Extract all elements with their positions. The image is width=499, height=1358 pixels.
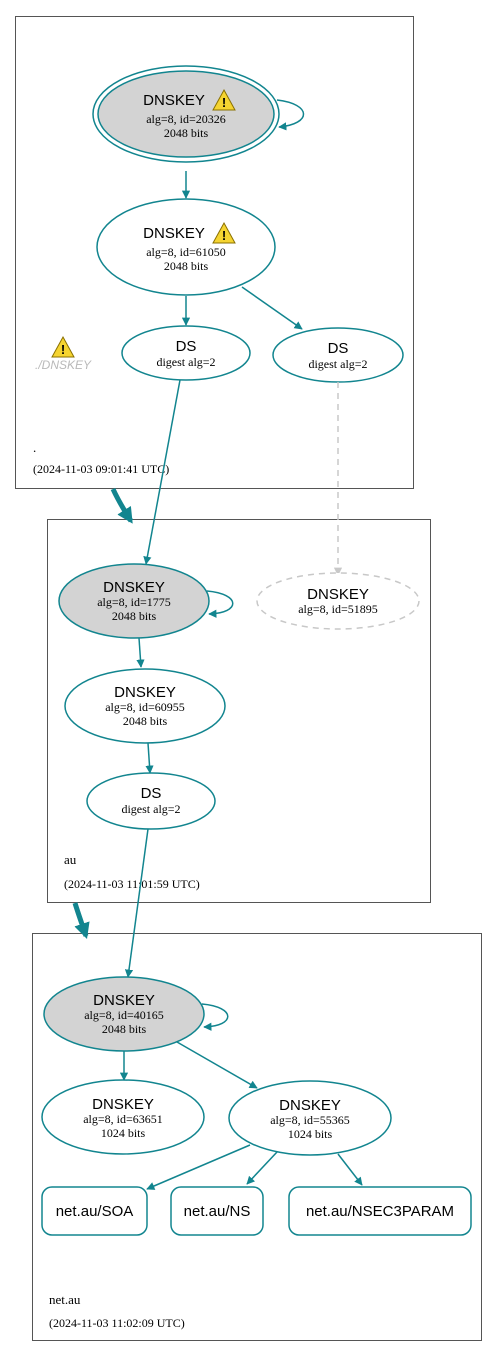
node-netau-zsk2[interactable]: DNSKEY alg=8, id=55365 1024 bits [228,1080,392,1156]
node-title: net.au/NS [184,1203,251,1220]
node-title: DS [141,785,162,802]
zone-netau-box [32,933,482,1341]
node-title: DNSKEY [143,92,205,109]
edge-root-ds1-au-ksk [143,379,181,565]
zone-root-timestamp: (2024-11-03 09:01:41 UTC) [33,462,169,476]
node-root-ds2[interactable]: DS digest alg=2 [272,327,404,383]
edge-au-ksk-zsk [136,637,145,668]
node-title: DS [176,338,197,355]
node-netau-soa[interactable]: net.au/SOA [41,1186,148,1236]
node-netau-zsk1[interactable]: DNSKEY alg=8, id=63651 1024 bits [41,1079,205,1155]
edge-netau-zsk2-nsec3param [337,1153,363,1186]
node-line2: 1024 bits [288,1127,333,1141]
self-sign-loop-netau-ksk [201,1003,229,1031]
edge-root-zsk-ds2 [241,286,303,330]
node-line1: alg=8, id=55365 [270,1113,350,1127]
delegation-arrow-au-netau [72,902,90,940]
svg-text:!: ! [222,95,226,110]
node-title: net.au/SOA [56,1203,134,1220]
node-line1: alg=8, id=20326 [146,112,226,126]
zone-netau-name: net.au [49,1292,81,1307]
node-root-ds1[interactable]: DS digest alg=2 [121,325,251,381]
edge-netau-zsk2-ns [246,1151,278,1185]
warning-icon: ! [51,335,75,358]
edge-netau-zsk2-soa [146,1144,251,1190]
zone-root-box [15,16,414,489]
node-line1: alg=8, id=1775 [97,595,171,609]
node-au-ksk[interactable]: DNSKEY alg=8, id=1775 2048 bits [58,563,210,639]
zone-au-name: au [64,852,77,867]
zone-netau-timestamp: (2024-11-03 11:02:09 UTC) [49,1316,185,1330]
node-au-zsk[interactable]: DNSKEY alg=8, id=60955 2048 bits [64,668,226,744]
edge-au-ds-netau-ksk [124,828,149,978]
node-line1: digest alg=2 [156,355,215,369]
node-line1: alg=8, id=63651 [83,1112,163,1126]
zone-au-box [47,519,431,903]
node-title: DNSKEY [114,684,176,701]
node-line1: alg=8, id=61050 [146,245,226,259]
node-title: DNSKEY [103,579,165,596]
node-line1: alg=8, id=51895 [298,602,378,616]
node-root-ksk[interactable]: DNSKEY ! alg=8, id=20326 2048 bits [92,65,280,163]
node-line1: digest alg=2 [121,802,180,816]
node-au-missing-dnskey[interactable]: DNSKEY alg=8, id=51895 [256,572,420,630]
node-line1: digest alg=2 [308,357,367,371]
svg-text:!: ! [61,342,65,357]
root-warning-marker: ! ./DNSKEY [35,335,92,372]
node-netau-ns[interactable]: net.au/NS [170,1186,264,1236]
node-title: net.au/NSEC3PARAM [306,1203,454,1220]
delegation-arrow-root-au [110,487,134,524]
node-line2: 1024 bits [101,1126,146,1140]
node-line2: 2048 bits [112,609,157,623]
node-line1: alg=8, id=40165 [84,1008,164,1022]
node-line2: 2048 bits [123,714,168,728]
node-netau-nsec3param[interactable]: net.au/NSEC3PARAM [288,1186,472,1236]
warning-icon: ! [212,221,236,244]
node-line2: 2048 bits [102,1022,147,1036]
node-line2: 2048 bits [164,126,209,140]
node-root-zsk[interactable]: DNSKEY ! alg=8, id=61050 2048 bits [96,198,276,296]
node-au-ds[interactable]: DS digest alg=2 [86,772,216,830]
node-title: DNSKEY [143,225,205,242]
node-title: DNSKEY [93,992,155,1009]
node-title: DNSKEY [92,1096,154,1113]
svg-text:!: ! [222,228,226,243]
node-title: DNSKEY [307,586,369,603]
node-title: DS [328,340,349,357]
self-sign-loop-au-ksk [206,590,234,618]
node-title: DNSKEY [279,1097,341,1114]
warning-label: ./DNSKEY [35,358,92,372]
node-line1: alg=8, id=60955 [105,700,185,714]
edge-au-zsk-ds [145,742,154,774]
zone-au-timestamp: (2024-11-03 11:01:59 UTC) [64,877,200,891]
node-netau-ksk[interactable]: DNSKEY alg=8, id=40165 2048 bits [43,976,205,1052]
zone-root-name: . [33,440,36,455]
warning-icon: ! [212,88,236,111]
edge-netau-ksk-zsk2 [176,1041,258,1089]
node-line2: 2048 bits [164,259,209,273]
self-sign-loop-root-ksk [276,99,305,131]
